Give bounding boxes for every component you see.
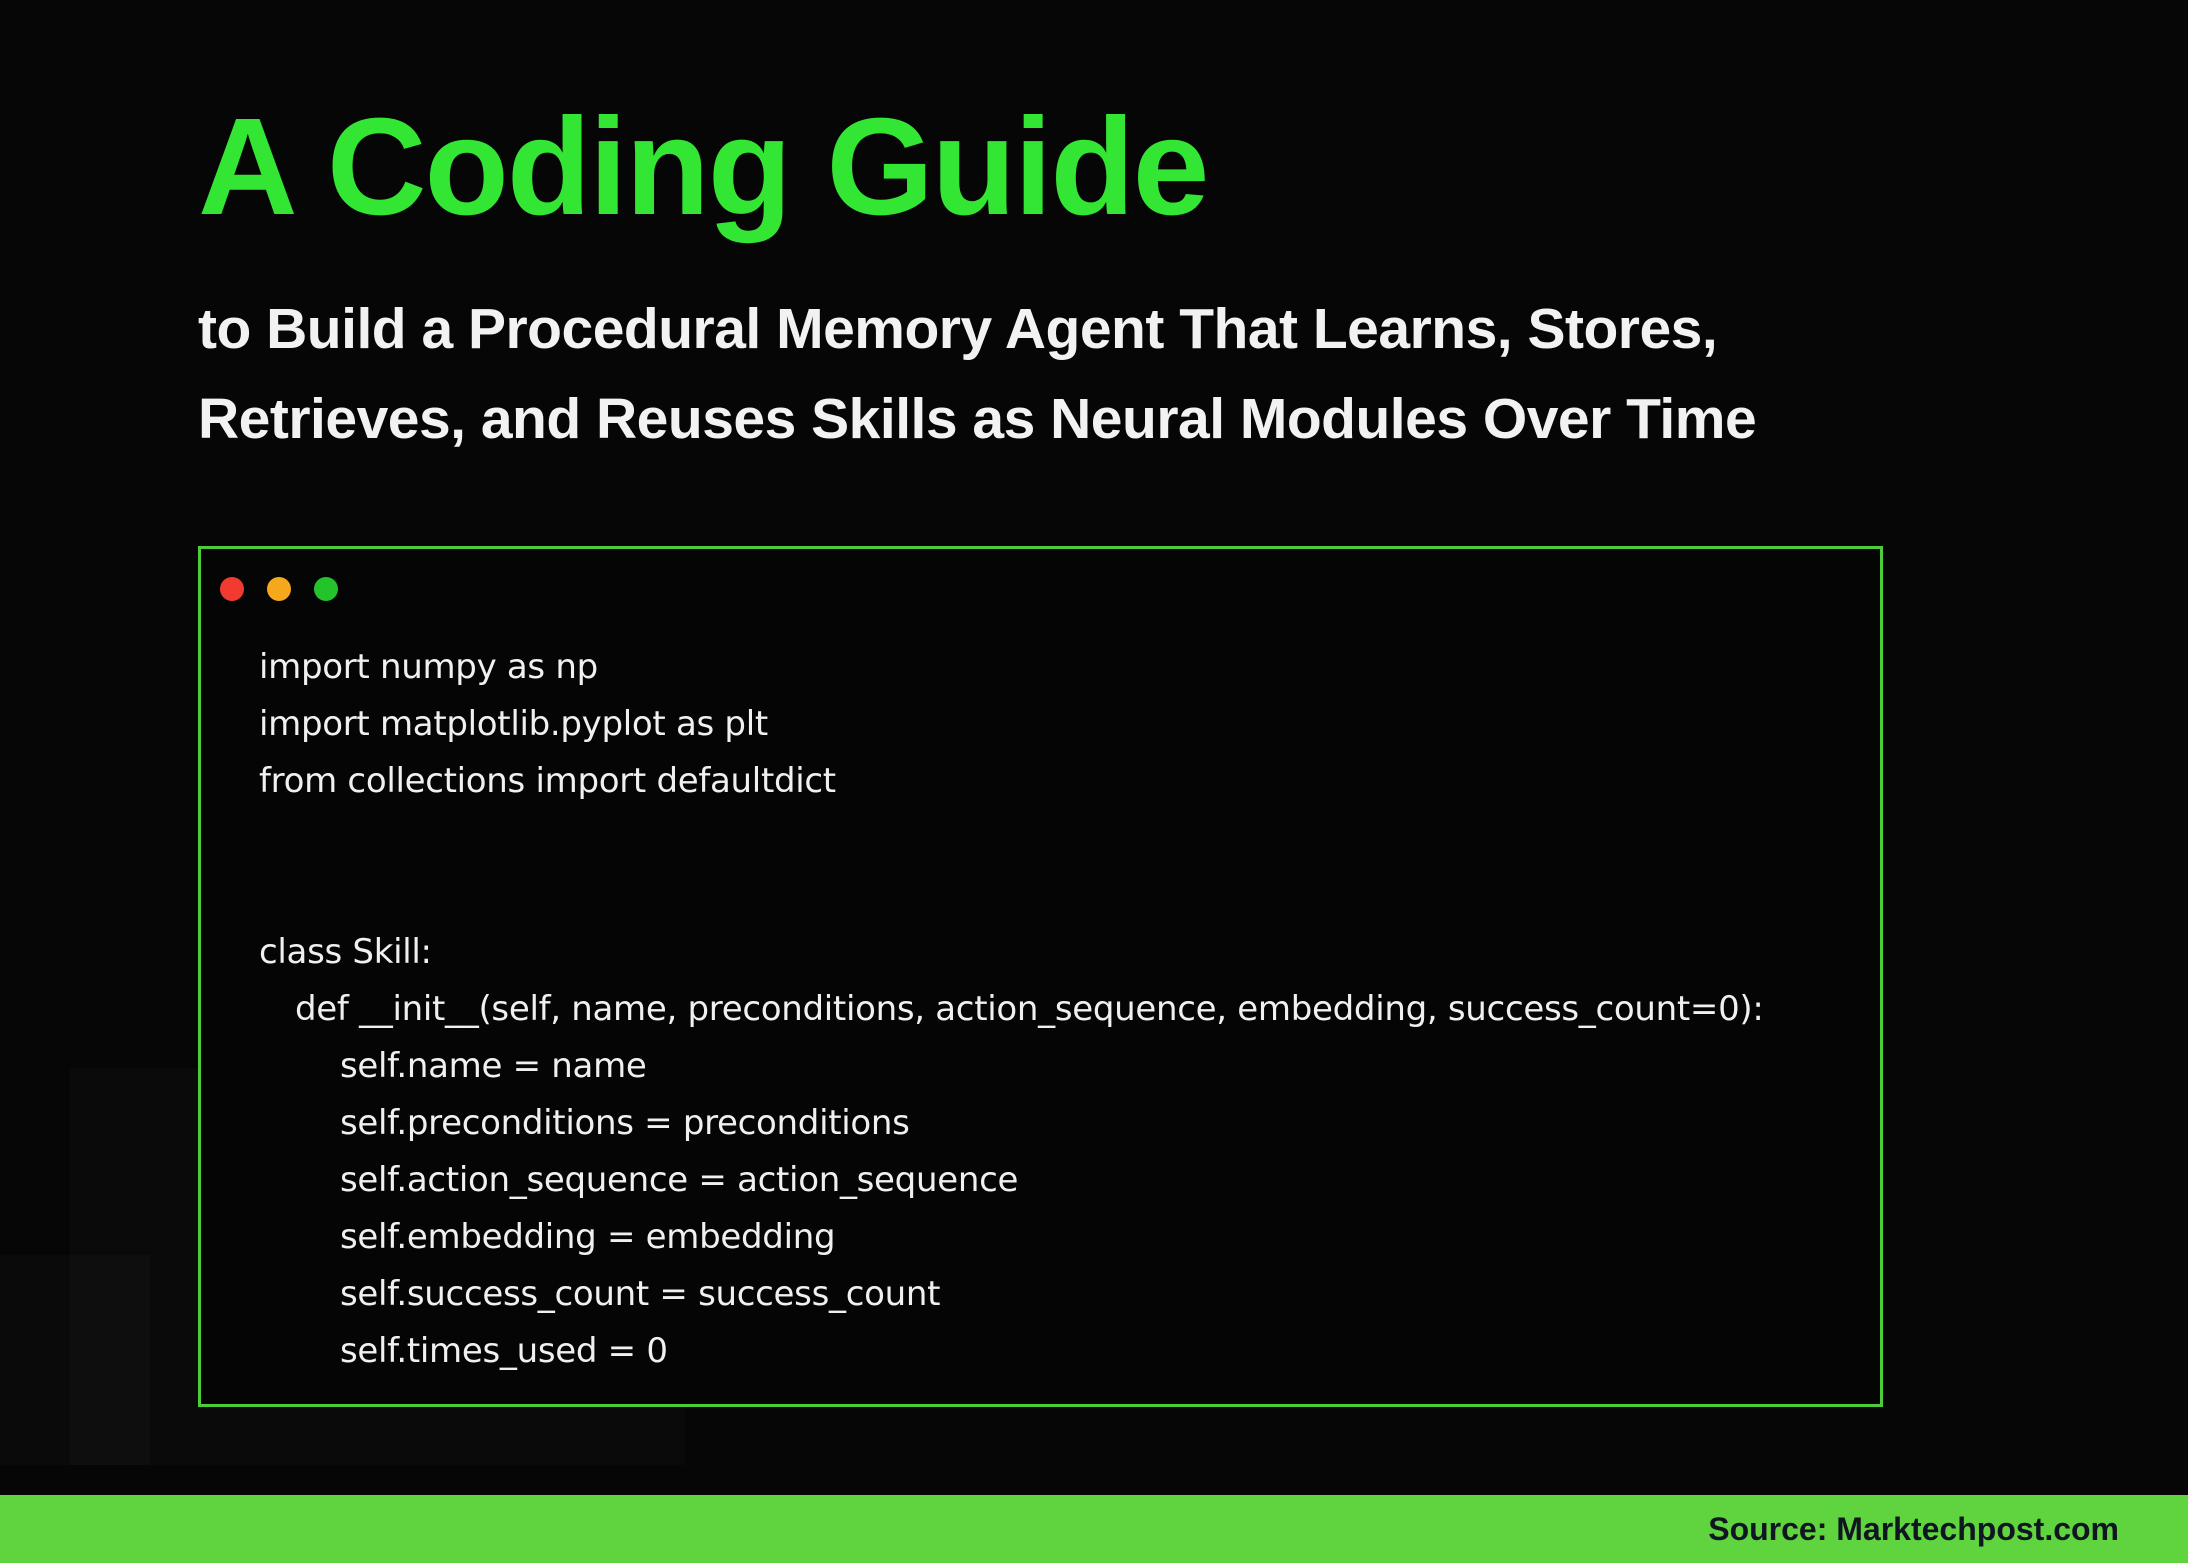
- subtitle-line-1: to Build a Procedural Memory Agent That …: [198, 297, 1718, 361]
- window-zoom-button[interactable]: [314, 577, 338, 601]
- source-credit: Source: Marktechpost.com: [1708, 1511, 2119, 1547]
- background-artifact: [0, 1255, 150, 1465]
- code-line: self.embedding = embedding: [340, 1217, 836, 1257]
- code-line: def __init__(self, name, preconditions, …: [295, 989, 1764, 1029]
- code-line: import matplotlib.pyplot as plt: [259, 704, 768, 744]
- page-title: A Coding Guide: [198, 90, 1209, 244]
- code-line: self.times_used = 0: [340, 1331, 668, 1371]
- code-line: class Skill:: [259, 932, 432, 972]
- window-minimize-button[interactable]: [267, 577, 291, 601]
- code-line: from collections import defaultdict: [259, 761, 836, 801]
- code-line: self.success_count = success_count: [340, 1274, 941, 1314]
- code-line: import numpy as np: [259, 647, 598, 687]
- code-block: import numpy as np import matplotlib.pypl…: [201, 639, 1880, 1380]
- footer-bar: Source: Marktechpost.com: [0, 1495, 2188, 1563]
- window-titlebar: [220, 577, 338, 601]
- code-window: import numpy as np import matplotlib.pypl…: [198, 546, 1883, 1407]
- window-close-button[interactable]: [220, 577, 244, 601]
- code-line: [201, 810, 1880, 867]
- subtitle: to Build a Procedural Memory Agent That …: [198, 284, 1757, 464]
- code-line: [201, 867, 1880, 924]
- subtitle-line-2: Retrieves, and Reuses Skills as Neural M…: [198, 387, 1757, 451]
- code-line: self.name = name: [340, 1046, 647, 1086]
- code-line: self.preconditions = preconditions: [340, 1103, 910, 1143]
- code-line: self.action_sequence = action_sequence: [340, 1160, 1019, 1200]
